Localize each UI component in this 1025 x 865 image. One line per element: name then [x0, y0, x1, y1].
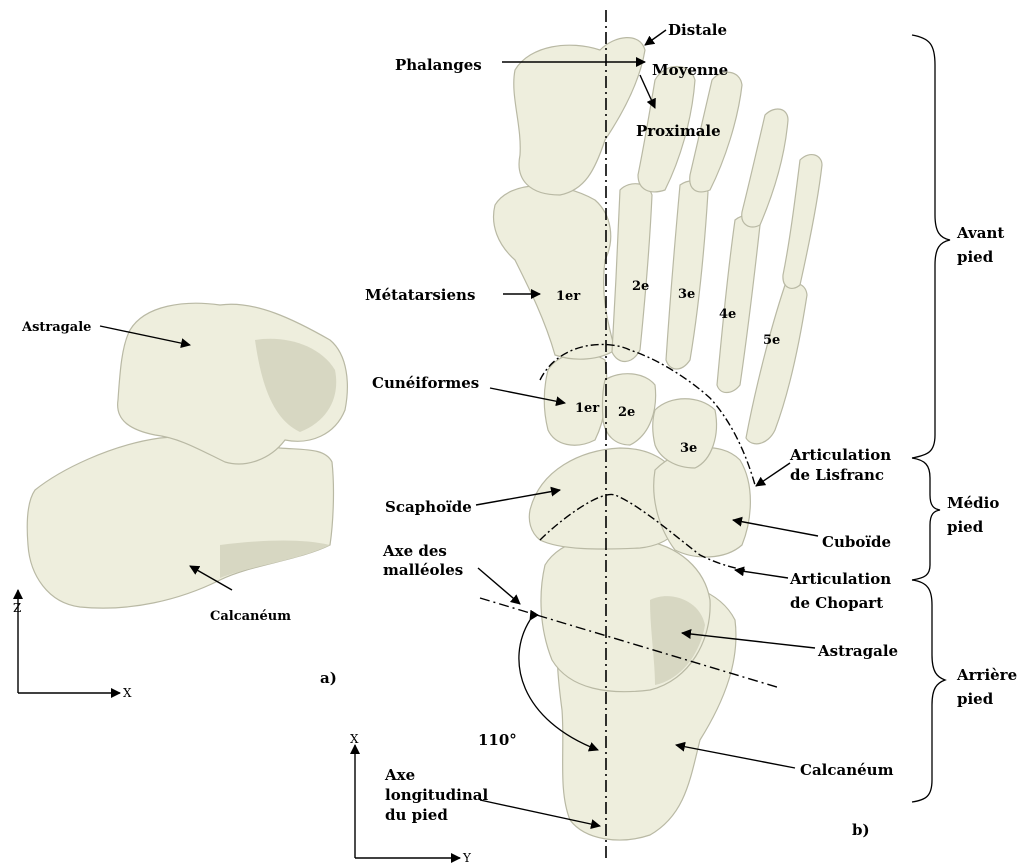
cuneiforme-3 — [653, 399, 717, 468]
metatarsal-3 — [666, 181, 708, 369]
metatarsal-1 — [494, 186, 615, 360]
label-lisfranc-2: de Lisfranc — [790, 466, 884, 484]
figure-a: Astragale Calcanéum Z X a) — [13, 303, 347, 700]
label-axe-malleoles-1: Axe des — [382, 542, 447, 560]
metatarsal-2-number: 2e — [632, 279, 649, 294]
label-chopart-2: de Chopart — [790, 594, 883, 612]
metatarsal-2 — [612, 184, 652, 362]
chopart-arrow — [735, 570, 788, 578]
calcaneum-shadow — [220, 540, 330, 578]
label-moyenne: Moyenne — [652, 61, 728, 79]
lisfranc-arrow — [756, 463, 790, 486]
brace-arriere-pied — [912, 580, 945, 802]
label-metatarsiens: Métatarsiens — [365, 286, 475, 304]
panel-letter-b: b) — [852, 821, 870, 839]
label-phalanges: Phalanges — [395, 56, 482, 74]
label-arriere-pied-1: Arrière — [956, 666, 1017, 684]
label-lisfranc-1: Articulation — [789, 446, 891, 464]
label-calcaneum-a: Calcanéum — [210, 609, 291, 624]
label-medio-pied-2: pied — [947, 518, 984, 536]
label-astragale-a: Astragale — [21, 320, 91, 335]
panel-letter-a: a) — [320, 669, 337, 687]
metatarsal-4-number: 4e — [719, 307, 736, 322]
label-avant-pied-1: Avant — [956, 224, 1004, 242]
metatarsal-5-number: 5e — [763, 333, 780, 348]
axis-y-label-b: Y — [462, 851, 472, 865]
phalanx-4 — [742, 109, 788, 227]
label-calcaneum-b: Calcanéum — [800, 761, 894, 779]
label-arriere-pied-2: pied — [957, 690, 994, 708]
label-medio-pied-1: Médio — [947, 494, 999, 512]
label-axe-malleoles-2: malléoles — [383, 561, 463, 579]
label-cuneiformes: Cunéiformes — [372, 374, 479, 392]
region-braces: Avant pied Médio pied Arrière pied — [912, 35, 1017, 802]
axis-x-label-b: X — [350, 732, 359, 746]
metatarsal-1-number: 1er — [556, 289, 580, 304]
label-proximale: Proximale — [636, 122, 721, 140]
axis-z-label-a: Z — [13, 601, 21, 615]
metatarsal-3-number: 3e — [678, 287, 695, 302]
cuneiform-1-number: 1er — [575, 401, 599, 416]
phalanx-5 — [783, 155, 822, 289]
label-cuboide: Cuboïde — [822, 533, 891, 551]
brace-avant-pied — [912, 35, 950, 458]
brace-medio-pied — [912, 458, 940, 580]
metatarsal-5 — [746, 283, 807, 444]
cuneiform-3-number: 3e — [680, 441, 697, 456]
label-angle: 110° — [478, 731, 517, 749]
label-chopart-1: Articulation — [789, 570, 891, 588]
axis-x-label-a: X — [123, 686, 132, 700]
cuneiforme-1 — [544, 353, 607, 445]
figure-b: 1er 2e 3e 4e 5e 1er 2e 3e Phalanges Dist… — [350, 10, 898, 865]
metatarsal-4 — [717, 215, 760, 392]
cuneiform-2-number: 2e — [618, 405, 635, 420]
label-astragale-b: Astragale — [817, 642, 898, 660]
calcaneum-bone-a — [27, 437, 333, 608]
distale-arrow — [645, 30, 666, 45]
label-axe-long-2: longitudinal — [385, 786, 488, 804]
phalanx-1 — [514, 38, 645, 195]
label-scaphoide: Scaphoïde — [385, 498, 472, 516]
label-axe-long-3: du pied — [385, 806, 448, 824]
label-distale: Distale — [668, 21, 727, 39]
label-axe-long-1: Axe — [384, 766, 415, 784]
label-avant-pied-2: pied — [957, 248, 994, 266]
